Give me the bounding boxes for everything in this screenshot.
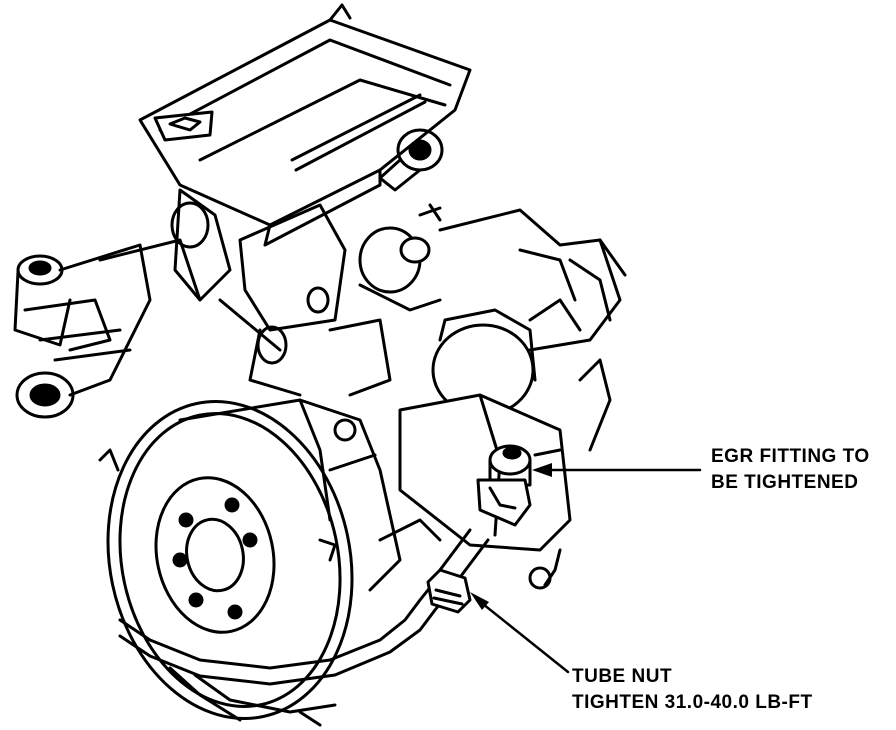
egr-fitting-callout: EGR FITTING TO BE TIGHTENED	[711, 444, 870, 496]
tube-nut	[426, 568, 472, 614]
egr-tube	[118, 528, 490, 727]
egr-callout-line1: EGR FITTING TO	[711, 446, 870, 467]
intake-manifold	[170, 188, 627, 397]
engine-block	[178, 358, 612, 592]
tube-nut-leader-line	[470, 592, 570, 674]
oil-filler-cap	[378, 128, 444, 192]
tube-nut-callout: TUBE NUT TIGHTEN 31.0-40.0 LB-FT	[572, 664, 813, 716]
egr-leader-line	[532, 463, 702, 477]
egr-callout-line2: BE TIGHTENED	[711, 472, 859, 493]
distributor	[13, 238, 202, 419]
throttle-body	[431, 298, 582, 417]
tube-callout-line2: TIGHTEN 31.0-40.0 LB-FT	[572, 692, 813, 713]
egr-valve	[398, 393, 572, 552]
flywheel	[98, 400, 354, 720]
tube-callout-line1: TUBE NUT	[572, 666, 673, 687]
valve-cover	[138, 3, 472, 247]
